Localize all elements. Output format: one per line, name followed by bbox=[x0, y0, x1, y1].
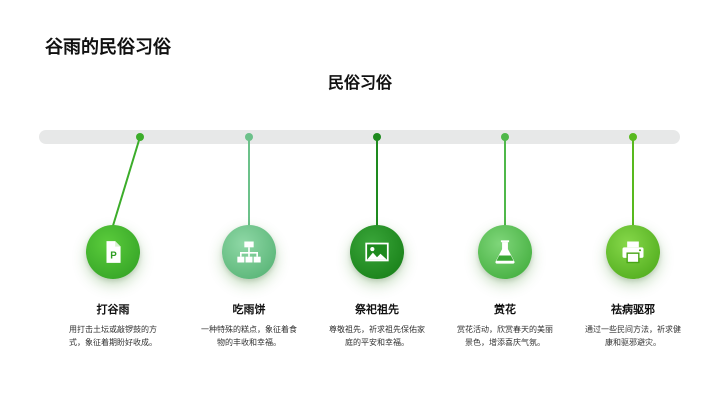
svg-text:P: P bbox=[110, 251, 117, 262]
page-title: 谷雨的民俗习俗 bbox=[45, 37, 171, 58]
timeline-node-3[interactable] bbox=[350, 225, 404, 279]
item-desc-5: 通过一些民间方法，祈求健康和驱邪避灾。 bbox=[585, 325, 681, 347]
item-desc-2: 一种特殊的糕点，象征着食物的丰收和幸福。 bbox=[201, 325, 297, 347]
item-desc-1: 用打击土坛或敲锣鼓的方式，象征着期盼好收成。 bbox=[69, 325, 157, 347]
timeline-dot bbox=[629, 133, 637, 141]
hierarchy-icon bbox=[235, 238, 263, 266]
item-title-1: 打谷雨 bbox=[96, 303, 130, 316]
timeline-node-1[interactable]: P bbox=[86, 225, 140, 279]
item-desc-4: 赏花活动，欣赏春天的美丽景色，增添喜庆气氛。 bbox=[457, 325, 553, 347]
flask-icon bbox=[491, 238, 519, 266]
item-title-4: 赏花 bbox=[494, 303, 516, 316]
connector-line bbox=[632, 137, 634, 229]
connector-line bbox=[376, 137, 378, 229]
timeline-node-5[interactable] bbox=[606, 225, 660, 279]
item-desc-3: 尊敬祖先，祈求祖先保佑家庭的平安和幸福。 bbox=[329, 325, 425, 347]
timeline-node-4[interactable] bbox=[478, 225, 532, 279]
timeline-dot bbox=[136, 133, 144, 141]
connector-line bbox=[248, 137, 250, 229]
item-title-3: 祭祀祖先 bbox=[355, 303, 399, 316]
timeline-node-2[interactable] bbox=[222, 225, 276, 279]
item-title-5: 祛病驱邪 bbox=[611, 303, 655, 316]
section-title: 民俗习俗 bbox=[327, 73, 392, 92]
item-title-2: 吃雨饼 bbox=[232, 303, 266, 316]
printer-icon bbox=[619, 238, 647, 266]
timeline-dot bbox=[245, 133, 253, 141]
timeline-dot bbox=[373, 133, 381, 141]
connector-line bbox=[504, 137, 506, 229]
document-icon: P bbox=[100, 239, 126, 265]
timeline-bar bbox=[39, 130, 680, 144]
timeline-dot bbox=[501, 133, 509, 141]
image-icon bbox=[363, 238, 391, 266]
